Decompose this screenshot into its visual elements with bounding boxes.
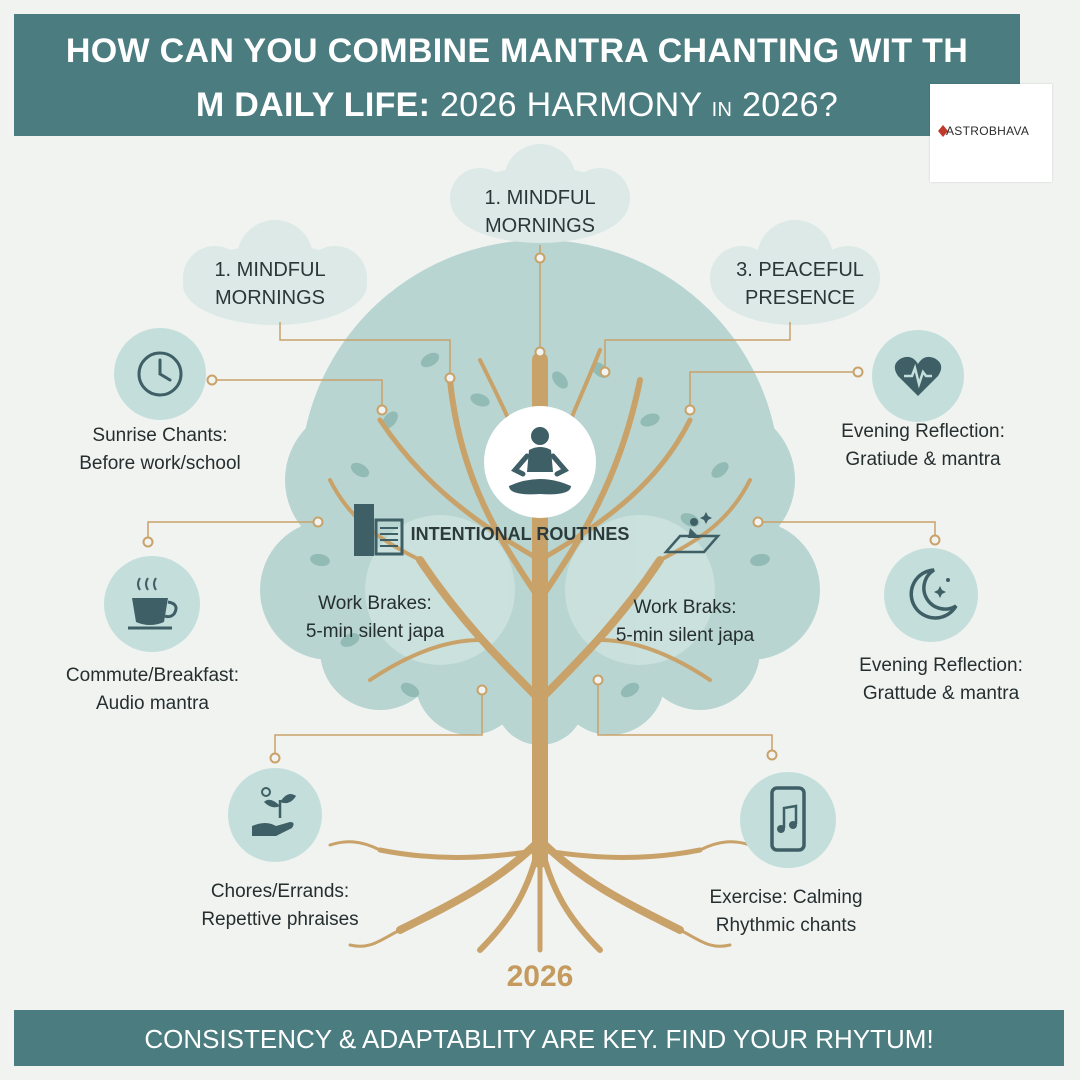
cloud-right-line-2: PRESENCE xyxy=(744,287,856,309)
page-title-line-2: M DAILY LIFE: 2026 HARMONY IN 2026? xyxy=(14,86,1020,125)
cloud-left-label: 1. MINDFUL MORNINGS xyxy=(170,256,370,312)
title-part-d: 2026? xyxy=(732,86,839,124)
label-work-right-line-2: 5-min silent japa xyxy=(615,625,755,646)
heart-pulse-icon xyxy=(894,356,942,396)
label-evening1-line-1: Evening Reflection: xyxy=(841,421,1005,442)
label-sunrise-chants: Sunrise Chants: Before work/school xyxy=(50,422,270,478)
coffee-icon-circle xyxy=(104,556,200,652)
coffee-cup-icon xyxy=(128,577,178,630)
cloud-right-label: 3. PEACEFUL PRESENCE xyxy=(700,256,900,312)
label-evening2-line-1: Evening Reflection: xyxy=(859,655,1023,676)
label-work-left-line-1: Work Brakes: xyxy=(318,593,432,614)
label-sunrise-line-2: Before work/school xyxy=(79,453,241,474)
moon-icon-circle xyxy=(884,548,978,642)
label-sunrise-line-1: Sunrise Chants: xyxy=(92,425,228,446)
cloud-shapes xyxy=(183,144,880,325)
books-icon xyxy=(354,504,404,556)
moon-stars-icon xyxy=(909,568,958,620)
phone-icon-circle xyxy=(740,772,836,868)
title-part-a: M DAILY LIFE: xyxy=(195,86,431,124)
label-commute-line-1: Commute/Breakfast: xyxy=(65,665,240,686)
cloud-right xyxy=(710,220,880,325)
cloud-left-line-2: MORNINGS xyxy=(215,287,325,309)
label-chores-line-2: Repettive phraises xyxy=(201,909,359,930)
astrobhava-logo: ASTROBHAVA xyxy=(930,84,1052,182)
label-work-left-line-2: 5-min silent japa xyxy=(305,621,445,642)
cloud-right-line-1: 3. PEACEFUL xyxy=(736,259,864,281)
label-chores-errands: Chores/Errands: Repettive phraises xyxy=(170,878,390,934)
label-evening-reflection-1: Evening Reflection: Gratiude & mantra xyxy=(818,418,1028,474)
cloud-top xyxy=(450,144,630,243)
clock-icon-circle xyxy=(114,328,206,420)
title-part-b: 2026 HARMONY xyxy=(430,86,712,124)
clock-icon xyxy=(137,351,183,397)
footer-banner: CONSISTENCY & ADAPTABLITY ARE KEY. FIND … xyxy=(14,1010,1064,1066)
label-commute-breakfast: Commute/Breakfast: Audio mantra xyxy=(40,662,265,718)
footer-text: CONSISTENCY & ADAPTABLITY ARE KEY. FIND … xyxy=(144,1024,934,1054)
yoga-mat-icon xyxy=(663,512,721,554)
cloud-top-line-1: 1. MINDFUL xyxy=(484,187,596,209)
seedling-icon-circle xyxy=(228,768,322,862)
seedling-hand-icon xyxy=(252,787,296,836)
label-evening1-line-2: Gratiude & mantra xyxy=(845,449,1001,470)
cloud-left-line-1: 1. MINDFUL xyxy=(214,259,326,281)
tree-roots xyxy=(328,836,752,953)
label-evening2-line-2: Grattude & mantra xyxy=(862,683,1020,704)
center-title: INTENTIONAL ROUTINES xyxy=(410,524,630,544)
title-part-c: IN xyxy=(711,99,733,121)
label-evening-reflection-2: Evening Reflection: Grattude & mantra xyxy=(836,652,1046,708)
label-exercise-line-1: Exercise: Calming xyxy=(709,887,863,908)
label-work-breaks-right: Work Braks: 5-min silent japa xyxy=(580,594,790,650)
header-banner: HOW CAN YOU COMBINE MANTRA CHANTING WIT … xyxy=(14,14,1020,136)
cloud-top-line-2: MORNINGS xyxy=(485,215,595,237)
year-label: 2026 xyxy=(506,960,574,993)
cloud-top-label: 1. MINDFUL MORNINGS xyxy=(440,184,640,240)
logo-mark-icon xyxy=(938,125,948,137)
label-exercise: Exercise: Calming Rhythmic chants xyxy=(676,884,896,940)
meditation-icon xyxy=(509,427,571,495)
label-commute-line-2: Audio mantra xyxy=(95,693,209,714)
phone-music-icon xyxy=(770,786,806,852)
label-chores-line-1: Chores/Errands: xyxy=(210,881,350,902)
label-exercise-line-2: Rhythmic chants xyxy=(715,915,857,936)
cloud-left xyxy=(183,220,367,325)
heart-icon-circle xyxy=(872,330,964,422)
logo-text: ASTROBHAVA xyxy=(946,124,1030,138)
page-title-line-1: HOW CAN YOU COMBINE MANTRA CHANTING WIT … xyxy=(65,32,969,70)
label-work-right-line-1: Work Braks: xyxy=(633,597,737,618)
label-work-breaks-left: Work Brakes: 5-min silent japa xyxy=(270,590,480,646)
